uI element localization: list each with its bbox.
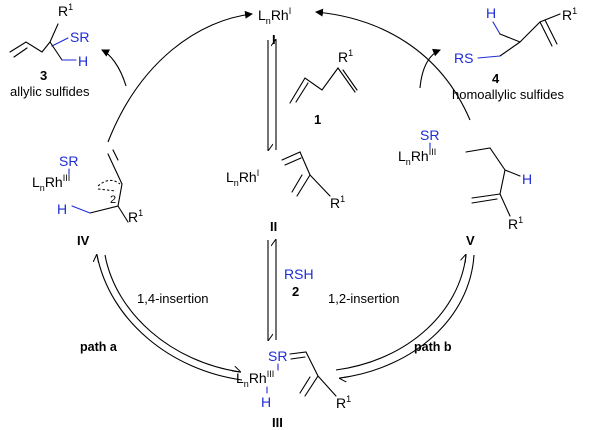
arrow-release-4 xyxy=(419,48,441,89)
complex-IV-position: 2 xyxy=(110,194,116,206)
thiol-formula: RSH xyxy=(284,266,314,282)
product-3-sr: SR xyxy=(70,29,89,45)
arrow-IV-to-I xyxy=(107,10,253,143)
complex-IV-label: IV xyxy=(77,233,90,248)
complex-III-h: H xyxy=(261,394,271,410)
complex-II-r1: R1 xyxy=(330,194,345,211)
product-3-label: 3 xyxy=(40,68,47,83)
complex-IV-formula: LnRhIII xyxy=(32,173,70,193)
complex-V-r1: R1 xyxy=(508,215,523,232)
arrow-V-to-I xyxy=(315,8,471,121)
label-path-b: path b xyxy=(414,340,452,354)
diene-1: R1 1 xyxy=(289,48,358,127)
catalyst-label: I xyxy=(272,32,276,47)
diene-r1: R1 xyxy=(338,48,353,65)
complex-IV-sr: SR xyxy=(59,153,78,169)
complex-IV-r1: R1 xyxy=(128,208,143,225)
complex-III-r1: R1 xyxy=(336,394,351,411)
complex-IV-h: H xyxy=(57,201,67,217)
product-3-r1: R1 xyxy=(58,2,73,19)
catalyst-I: LnRhI I xyxy=(258,6,291,47)
complex-II-label: II xyxy=(270,219,277,234)
product-4-label: 4 xyxy=(492,71,500,86)
complex-III: SR LnRhIII H R1 III xyxy=(236,348,351,430)
complex-III-formula: LnRhIII xyxy=(236,369,274,389)
complex-V-sr: SR xyxy=(420,127,439,143)
arrow-IV-to-III xyxy=(104,254,240,372)
complex-II-formula: LnRhI xyxy=(226,168,259,188)
arrow-release-3 xyxy=(101,49,127,87)
complex-V-h: H xyxy=(522,171,532,187)
label-1-4-insertion: 1,4-insertion xyxy=(137,291,209,306)
product-3-caption: allylic sulfides xyxy=(10,84,90,99)
product-4: H R1 RS 4 homoallylic sulfides xyxy=(452,5,577,102)
product-3-h: H xyxy=(78,53,88,69)
arrow-V-to-III xyxy=(340,254,475,378)
complex-V-label: V xyxy=(466,233,475,248)
catalyst-formula: LnRhI xyxy=(258,6,291,26)
complex-III-sr: SR xyxy=(268,348,287,364)
product-4-h: H xyxy=(486,5,496,21)
product-4-rs: RS xyxy=(454,50,473,66)
label-path-a: path a xyxy=(80,340,118,354)
label-1-2-insertion: 1,2-insertion xyxy=(328,291,400,306)
product-3: R1 SR H 3 allylic sulfides xyxy=(9,2,90,99)
arrow-III-to-V xyxy=(335,255,466,371)
complex-V: SR LnRhIII H R1 V xyxy=(398,127,532,248)
complex-IV: SR LnRhIII H 2 R1 IV xyxy=(32,149,143,248)
product-4-caption: homoallylic sulfides xyxy=(452,87,564,102)
product-4-r1: R1 xyxy=(562,6,577,23)
arrow-III-to-IV xyxy=(97,255,243,381)
thiol-label: 2 xyxy=(292,284,299,299)
complex-V-formula: LnRhIII xyxy=(398,147,436,167)
complex-II: LnRhI R1 II xyxy=(226,151,345,234)
thiol-2: RSH 2 xyxy=(284,266,314,299)
diene-label: 1 xyxy=(314,112,321,127)
complex-III-label: III xyxy=(272,415,283,430)
